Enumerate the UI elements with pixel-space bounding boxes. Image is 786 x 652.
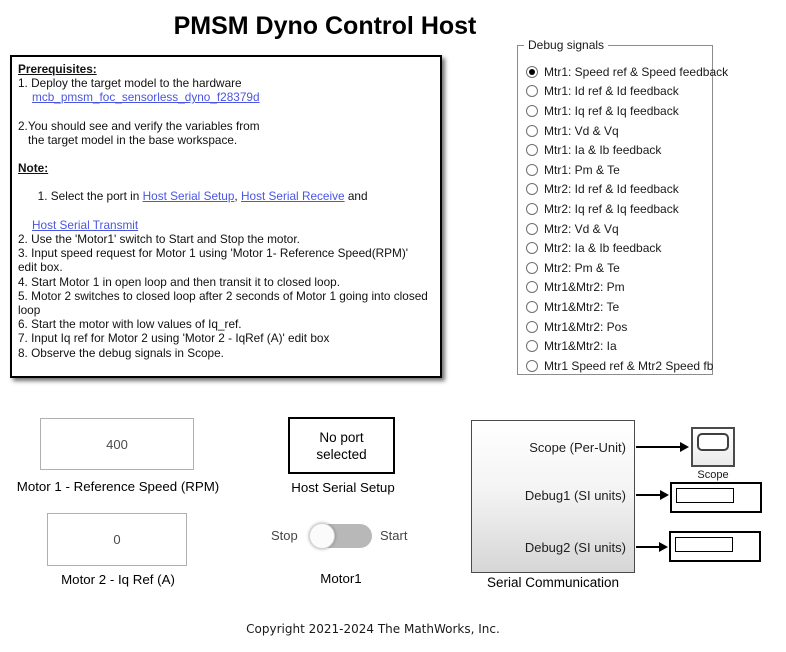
motor1-speed-label: Motor 1 - Reference Speed (RPM)	[16, 479, 220, 494]
radio-icon	[526, 320, 538, 333]
wire-debug2-arrowhead	[659, 542, 668, 552]
switch-start-label: Start	[380, 528, 408, 543]
radio-icon	[526, 242, 538, 255]
port-debug2: Debug2 (SI units)	[524, 540, 626, 555]
host-serial-setup-block[interactable]: No port selected	[288, 417, 395, 474]
scope-screen-icon	[697, 433, 729, 451]
host-serial-receive-link[interactable]: Host Serial Receive	[240, 189, 345, 204]
motor1-switch[interactable]	[309, 523, 372, 549]
debug-radio-option[interactable]: Mtr1&Mtr2: Pm	[518, 278, 712, 298]
note-step-8: 8. Observe the debug signals in Scope.	[18, 345, 224, 360]
port-debug1: Debug1 (SI units)	[524, 488, 626, 503]
debug-signals-group: Debug signals Mtr1: Speed ref & Speed fe…	[517, 38, 728, 376]
switch-stop-label: Stop	[271, 528, 298, 543]
note-step-5: 5. Motor 2 switches to closed loop after…	[18, 288, 428, 303]
prereq-step-2: 2.You should see and verify the variable…	[18, 118, 260, 133]
note-step-6: 6. Start the motor with low values of Iq…	[18, 317, 242, 332]
radio-icon	[526, 359, 538, 372]
note-step-7: 7. Input Iq ref for Motor 2 using 'Motor…	[18, 331, 330, 346]
motor2-iq-edit[interactable]: 0	[47, 513, 187, 566]
debug-radio-option[interactable]: Mtr1: Pm & Te	[518, 160, 712, 180]
wire-debug1-arrowhead	[660, 490, 669, 500]
radio-icon	[526, 124, 538, 137]
debug-radio-option[interactable]: Mtr2: Iq ref & Iq feedback	[518, 199, 712, 219]
page-title: PMSM Dyno Control Host	[173, 12, 477, 40]
radio-icon	[526, 281, 538, 294]
prereq-step-2-cont: the target model in the base workspace.	[28, 132, 238, 147]
wire-scope	[636, 446, 680, 448]
display-value-field	[675, 537, 733, 552]
host-serial-setup-label: Host Serial Setup	[291, 480, 395, 495]
note-step-3: 3. Input speed request for Motor 1 using…	[18, 246, 409, 261]
model-hyperlink[interactable]: mcb_pmsm_foc_sensorless_dyno_f28379d	[32, 90, 260, 105]
debug-radio-option[interactable]: Mtr2: Vd & Vq	[518, 219, 712, 239]
debug-radio-option[interactable]: Mtr2: Ia & Ib feedback	[518, 238, 712, 258]
radio-icon	[526, 261, 538, 274]
debug-radio-option[interactable]: Mtr1&Mtr2: Pos	[518, 317, 712, 337]
radio-icon	[526, 85, 538, 98]
serial-communication-label: Serial Communication	[486, 575, 620, 590]
display-value-field	[676, 488, 734, 503]
radio-icon	[526, 300, 538, 313]
debug-radio-option[interactable]: Mtr1: Vd & Vq	[518, 121, 712, 141]
note-step-2: 2. Use the 'Motor1' switch to Start and …	[18, 232, 300, 247]
port-scope-per-unit: Scope (Per-Unit)	[529, 440, 626, 455]
radio-icon	[526, 104, 538, 117]
debug-radio-option[interactable]: Mtr1&Mtr2: Te	[518, 297, 712, 317]
radio-icon	[526, 144, 538, 157]
copyright-text: Copyright 2021-2024 The MathWorks, Inc.	[246, 622, 500, 636]
radio-icon	[526, 163, 538, 176]
wire-debug2	[636, 546, 660, 548]
instructions-annotation: Prerequisites: 1. Deploy the target mode…	[10, 55, 442, 378]
scope-block[interactable]	[691, 427, 735, 467]
motor1-switch-label: Motor1	[320, 571, 362, 586]
radio-icon	[526, 340, 538, 353]
debug-radio-option[interactable]: Mtr1 Speed ref & Mtr2 Speed fb	[518, 356, 713, 376]
scope-block-label: Scope	[697, 469, 729, 481]
debug-radio-option[interactable]: Mtr2: Id ref & Id feedback	[518, 180, 712, 200]
debug-signals-group-label: Debug signals	[524, 38, 609, 52]
radio-icon	[526, 183, 538, 196]
switch-knob[interactable]	[309, 523, 335, 549]
debug-radio-option[interactable]: Mtr1: Ia & Ib feedback	[518, 140, 712, 160]
radio-icon	[526, 222, 538, 235]
prereq-step-1: 1. Deploy the target model to the hardwa…	[18, 76, 242, 91]
host-serial-transmit-link[interactable]: Host Serial Transmit	[32, 217, 139, 232]
prerequisites-heading: Prerequisites:	[18, 62, 97, 76]
debug-radio-option[interactable]: Mtr1: Id ref & Id feedback	[518, 82, 712, 102]
radio-icon	[526, 65, 538, 78]
wire-debug1	[636, 494, 661, 496]
motor2-iq-label: Motor 2 - Iq Ref (A)	[61, 572, 175, 587]
host-serial-setup-link[interactable]: Host Serial Setup	[142, 189, 235, 204]
motor1-speed-edit[interactable]: 400	[40, 418, 194, 470]
note-heading: Note:	[18, 161, 49, 176]
note-step-1: 1. Select the port in Host Serial Setup,…	[37, 189, 368, 204]
debug-radio-option[interactable]: Mtr2: Pm & Te	[518, 258, 712, 278]
debug-radio-option[interactable]: Mtr1: Speed ref & Speed feedback	[518, 62, 728, 82]
wire-scope-arrowhead	[680, 442, 689, 452]
serial-communication-block[interactable]: Scope (Per-Unit) Debug1 (SI units) Debug…	[471, 420, 635, 573]
note-step-4: 4. Start Motor 1 in open loop and then t…	[18, 274, 340, 289]
note-step-3-cont: edit box.	[18, 260, 63, 275]
debug1-display-block[interactable]	[670, 482, 762, 513]
radio-icon	[526, 202, 538, 215]
debug-radio-option[interactable]: Mtr1&Mtr2: Ia	[518, 336, 712, 356]
note-step-5-cont: loop	[18, 303, 41, 318]
debug2-display-block[interactable]	[669, 531, 761, 562]
debug-radio-option[interactable]: Mtr1: Iq ref & Iq feedback	[518, 101, 712, 121]
